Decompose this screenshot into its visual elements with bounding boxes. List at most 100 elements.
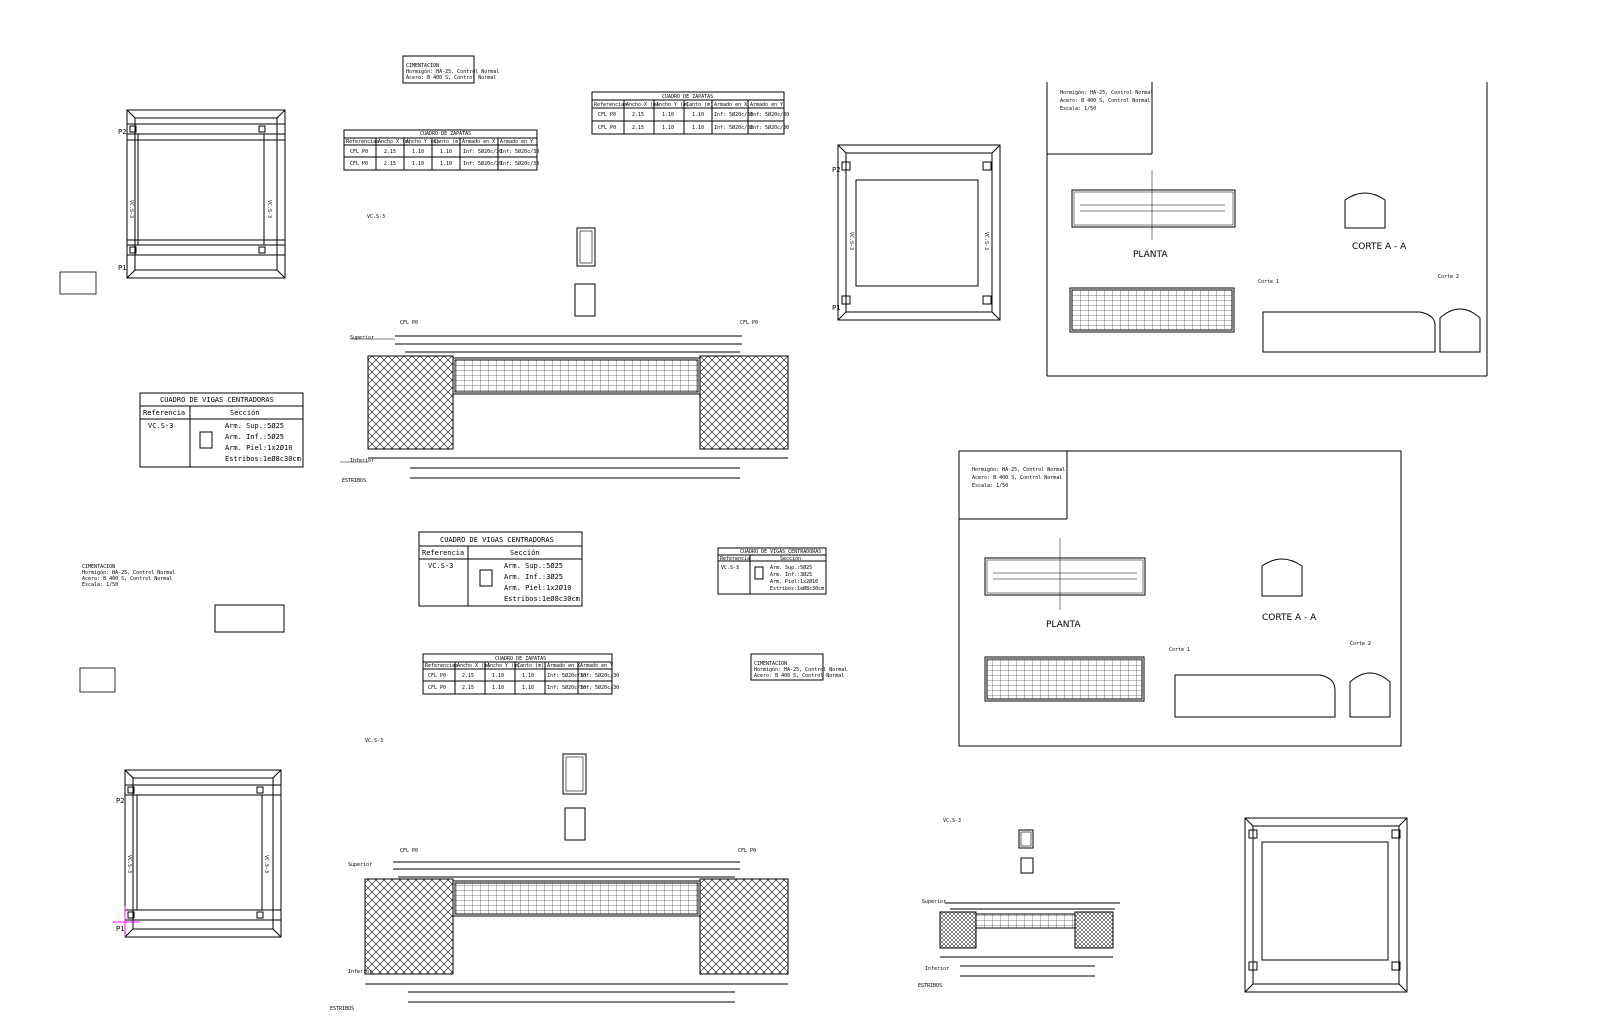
- note-box-left: [214, 604, 285, 633]
- table-title: CUADRO DE VIGAS CENTRADORAS: [440, 536, 554, 544]
- table-cell: 1.10: [662, 112, 674, 118]
- table-title: CUADRO DE ZAPATAS: [662, 94, 713, 100]
- vigas-table-left-text: CUADRO DE VIGAS CENTRADORAS Referencia S…: [143, 396, 301, 463]
- beam-label: VC.S-3: [365, 738, 383, 744]
- table-header: Canto (m): [434, 139, 461, 145]
- vigas-table-center-text: CUADRO DE VIGAS CENTRADORAS Referencia S…: [422, 536, 580, 603]
- beam-label: VC.S-3: [128, 200, 134, 218]
- table-header: Ancho Y (m): [406, 139, 439, 145]
- table-header: Ancho X (m): [626, 102, 659, 108]
- table-header: Referencia: [143, 409, 185, 417]
- text-labels: P2 P1 P2 P1 P2 P1 VC.S-3 VC.S-3 VC.S-3 V…: [82, 63, 1459, 1012]
- table-cell: 2.15: [462, 685, 474, 691]
- planta-label: PLANTA: [1046, 620, 1081, 630]
- table-cell: 1.10: [692, 125, 704, 131]
- table-cell: CFL P0: [428, 673, 446, 679]
- corte-2-label: Corte 2: [1350, 641, 1371, 647]
- note-box-right: [750, 653, 824, 681]
- table-header: Referencia: [720, 556, 750, 562]
- elevation-top-center: [340, 227, 789, 479]
- table-cell: 1.10: [692, 112, 704, 118]
- zapatas-table-top-right-text: CUADRO DE ZAPATAS Referencias Ancho X (m…: [594, 94, 789, 131]
- table-header: Sección: [230, 409, 260, 417]
- table-cell: Inf: 5Ø20c/30: [714, 124, 753, 131]
- pillar-label: P2: [116, 797, 124, 805]
- pillar-label: P1: [118, 264, 126, 272]
- table-cell: 2.15: [462, 673, 474, 679]
- note-text: Hormigón: HA-25, Control Normal: [82, 569, 175, 576]
- beam-label: VC.S-3: [367, 214, 385, 220]
- table-cell: 1.10: [522, 685, 534, 691]
- note-text: Escala: 1/50: [1060, 106, 1096, 112]
- table-cell: Inf: 5Ø20c/30: [547, 684, 586, 691]
- table-cell: Inf: 5Ø20c/30: [750, 124, 789, 131]
- pillar-label: P2: [118, 128, 126, 136]
- table-title: CUADRO DE ZAPATAS: [495, 656, 546, 662]
- table-cell: CFL P0: [350, 149, 368, 155]
- table-header: Ancho Y (m): [656, 102, 689, 108]
- table-header: Sección: [510, 549, 540, 557]
- table-header: Armado en X: [547, 663, 580, 669]
- table-cell: Arm. Sup.:5Ø25: [504, 562, 563, 570]
- note-box-top: [402, 55, 475, 84]
- table-cell: Arm. Sup.:5Ø25: [225, 422, 284, 430]
- detail-frame-top-right: [1046, 82, 1488, 377]
- table-header: Ancho X (m): [378, 139, 411, 145]
- table-cell: Inf: 5Ø20c/30: [500, 160, 539, 167]
- cfl-label: CFL P0: [738, 848, 756, 854]
- plan-view-bottom-right: [1244, 817, 1408, 993]
- note-text: Acero: B 400 S, Control Normal: [82, 576, 172, 582]
- table-cell: Arm. Piel:1x2Ø10: [504, 584, 571, 592]
- zapatas-table-bottom-text: CUADRO DE ZAPATAS Referencias Ancho X (m…: [425, 656, 619, 691]
- table-cell: CFL P0: [598, 112, 616, 118]
- table-header: Referencias: [594, 102, 627, 108]
- note-text: Acero: B 400 S, Control Normal: [754, 673, 844, 679]
- corte-1-label: Corte 1: [1169, 647, 1190, 653]
- corte-aa-label: CORTE A - A: [1262, 613, 1317, 623]
- corte-2-label: Corte 2: [1438, 274, 1459, 280]
- superior-label: Superior: [350, 335, 374, 341]
- note-text: Hormigón: HA-25, Control Normal: [406, 68, 499, 75]
- table-cell: 1.10: [492, 685, 504, 691]
- table-cell: CFL P0: [350, 161, 368, 167]
- table-header: Armado en X: [714, 102, 747, 108]
- pillar-label: P1: [832, 304, 840, 312]
- table-cell: Arm. Piel:1x2Ø10: [225, 444, 292, 452]
- table-title: CUADRO DE ZAPATAS: [420, 131, 471, 137]
- table-header: Referencias: [346, 139, 379, 145]
- table-cell: 1.10: [412, 161, 424, 167]
- plan-view-bottom-left: [79, 667, 282, 938]
- cfl-label: CFL P0: [740, 320, 758, 326]
- table-cell: Inf: 5Ø20c/30: [580, 684, 619, 691]
- table-cell: 1.10: [662, 125, 674, 131]
- table-title: CUADRO DE VIGAS CENTRADORAS: [160, 396, 274, 404]
- table-cell: Arm. Inf.:3Ø25: [504, 573, 563, 581]
- corte-aa-label: CORTE A - A: [1352, 242, 1407, 252]
- table-cell: VC.S-3: [148, 422, 173, 430]
- zapatas-table-bottom: [422, 653, 613, 695]
- table-cell: 1.10: [492, 673, 504, 679]
- table-cell: CFL P0: [428, 685, 446, 691]
- plan-view-top-left: [59, 109, 286, 295]
- table-header: Referencias: [425, 663, 458, 669]
- note-text: Hormigón: HA-25, Control Normal: [754, 666, 847, 673]
- table-cell: Inf: 5Ø20c/30: [714, 111, 753, 118]
- table-cell: 1.10: [522, 673, 534, 679]
- note-text: Acero: B 400 S, Control Normal: [406, 75, 496, 81]
- pillar-label: P1: [116, 925, 124, 933]
- table-cell: Inf: 5Ø20c/30: [547, 672, 586, 679]
- superior-label: Superior: [348, 862, 372, 868]
- table-cell: Estribos:1eØ8c30cm: [225, 455, 301, 463]
- note-text: Acero: B 400 S, Control Normal: [972, 475, 1062, 481]
- table-cell: 1.10: [440, 161, 452, 167]
- vigas-table-right-text: CUADRO DE VIGAS CENTRADORAS Referencia S…: [720, 549, 824, 592]
- table-cell: Arm. Inf.:5Ø25: [225, 433, 284, 441]
- table-cell: 2.15: [384, 161, 396, 167]
- table-cell: Arm. Sup.:5Ø25: [770, 564, 812, 571]
- plan-view-middle-right: [837, 144, 1001, 321]
- table-cell: 1.10: [440, 149, 452, 155]
- note-text: Acero: B 400 S, Control Normal: [1060, 98, 1150, 104]
- cfl-label: CFL P0: [400, 848, 418, 854]
- table-cell: 2.15: [632, 125, 644, 131]
